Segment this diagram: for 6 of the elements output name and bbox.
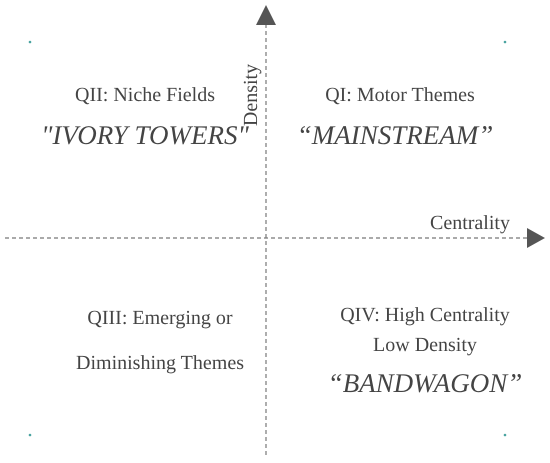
quadrant-title: QIII: Emerging or Diminishing Themes bbox=[75, 306, 245, 376]
axis-label: Centrality bbox=[429, 211, 511, 236]
quadrant-title: QI: Motor Themes bbox=[324, 83, 476, 108]
quadrant-label: “MAINSTREAM” bbox=[296, 119, 494, 152]
quadrant-title: QIV: High Centrality Low Density bbox=[339, 303, 511, 358]
quadrant-label: “BANDWAGON” bbox=[326, 367, 524, 400]
